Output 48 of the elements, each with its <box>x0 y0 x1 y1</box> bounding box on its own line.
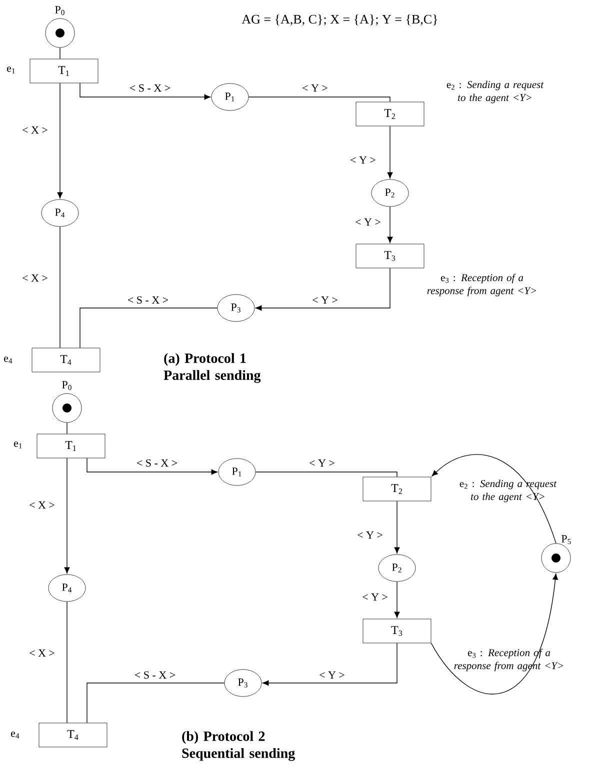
arrow <box>387 126 393 178</box>
transition-box: T$_{3}$ <box>362 618 432 644</box>
transition-box: T$_{4}$ <box>38 722 108 748</box>
place-label: P$_{5}$ <box>562 535 571 544</box>
edge-label: < S - X > <box>135 458 179 468</box>
transition-box: T$_{2}$ <box>356 102 424 126</box>
title: AG = {A,B, C}; X = {A}; Y = {B,C} <box>242 14 438 26</box>
transition-box: T$_{1}$ <box>36 434 106 458</box>
arrow <box>256 268 390 311</box>
edge-label: < Y > <box>349 155 377 165</box>
caption: (a) Protocol 1 Parallel sending <box>164 353 261 383</box>
arrow <box>394 581 400 618</box>
event-label: e$_{1}$ <box>7 66 15 74</box>
edge-label: < S - X > <box>133 670 177 680</box>
place-label: P$_{0}$ <box>62 381 72 390</box>
transition-box: T$_{4}$ <box>32 348 100 372</box>
edge-label: < X > <box>21 125 49 135</box>
edge-label: < X > <box>21 273 49 283</box>
arrow <box>387 206 393 243</box>
edge-label: < Y > <box>356 530 384 540</box>
transition-box: T$_{1}$ <box>30 58 98 84</box>
edge-label: < X > <box>28 500 56 510</box>
transition-box: T$_{2}$ <box>362 476 432 502</box>
event-note: e$_{3}$ : Reception of a response from agent <Y> <box>427 274 536 296</box>
edge-label: < X > <box>28 648 56 658</box>
edge-label: < S - X > <box>128 83 172 93</box>
arrow <box>432 454 556 544</box>
edge-label: < Y > <box>318 670 346 680</box>
event-note: e$_{2}$ : Sending a request to the agent <Y> <box>446 80 544 104</box>
edge-label: < Y > <box>354 217 382 227</box>
arrow <box>86 458 218 475</box>
arrow <box>57 82 63 198</box>
transition-box: T$_{3}$ <box>356 244 424 268</box>
edge-label: < Y > <box>301 83 329 93</box>
arrow <box>80 82 210 100</box>
arrow <box>394 500 400 554</box>
event-label: e$_{4}$ <box>4 356 12 364</box>
event-label: e$_{1}$ <box>14 442 22 448</box>
edge-label: < Y > <box>361 592 389 602</box>
caption: (b) Protocol 2 Sequential sending <box>182 731 295 761</box>
edge-label: < S - X > <box>126 295 170 305</box>
event-label: e$_{4}$ <box>11 732 20 738</box>
edge-label: < Y > <box>308 458 336 468</box>
arrow <box>64 458 70 574</box>
arrow <box>430 574 558 694</box>
arrow <box>262 642 398 686</box>
place-label: P$_{0}$ <box>55 6 64 16</box>
edge-label: < Y > <box>311 295 339 305</box>
